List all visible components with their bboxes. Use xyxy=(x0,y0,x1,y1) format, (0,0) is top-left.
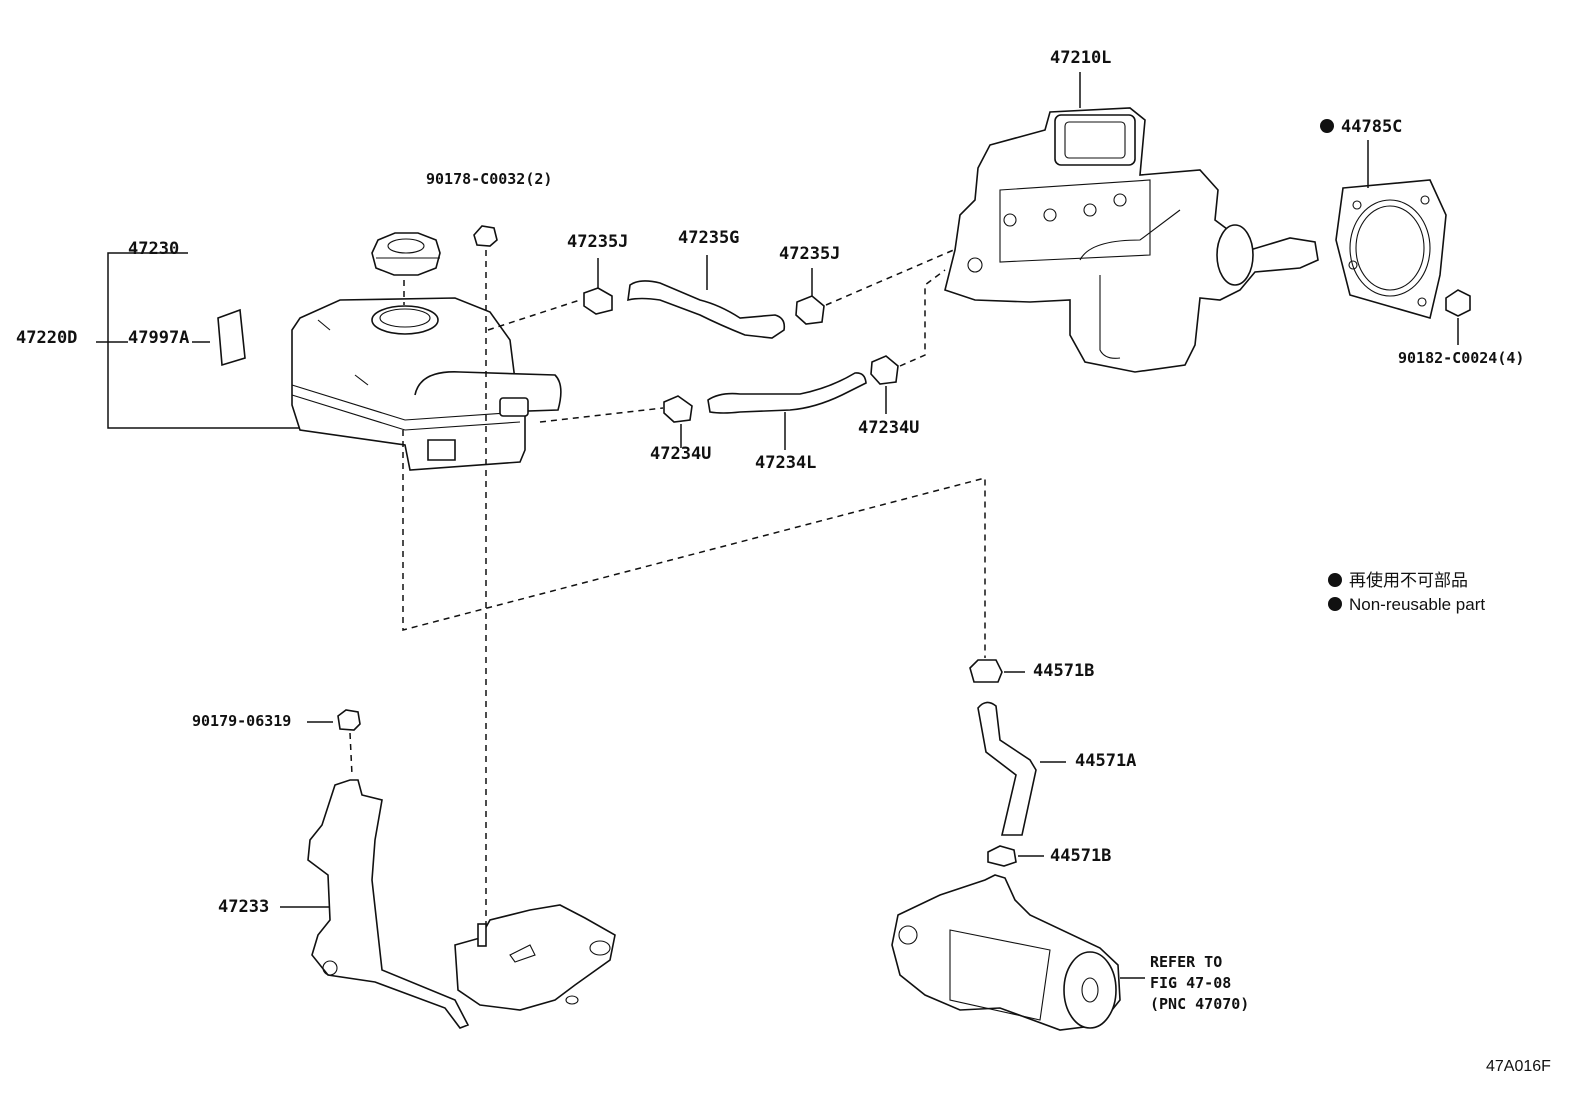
label-90182: 90182-C0024(4) xyxy=(1398,349,1525,367)
label-plate xyxy=(217,308,246,367)
figure-id: 47A016F xyxy=(1486,1058,1551,1075)
label-47230: 47230 xyxy=(128,239,180,259)
label-44785C: 44785C xyxy=(1320,119,1402,136)
legend-dot-icon xyxy=(1328,573,1342,587)
label-44571B-bottom: 44571B xyxy=(1050,846,1112,866)
refer-note-line3: (PNC 47070) xyxy=(1150,995,1250,1013)
nut-90182 xyxy=(1445,289,1471,345)
label-47234U-right: 47234U xyxy=(858,418,920,438)
pump-hose-assembly xyxy=(969,659,1066,867)
reservoir-tank xyxy=(291,297,562,471)
non-reusable-dot-icon xyxy=(1320,119,1334,133)
upper-hose-assembly xyxy=(487,229,1001,339)
bolt-90179 xyxy=(307,709,361,776)
refer-note-line2: FIG 47-08 xyxy=(1150,974,1232,992)
routing-line-main xyxy=(402,430,986,658)
label-47210L: 47210L xyxy=(1050,48,1112,68)
label-44571A: 44571A xyxy=(1075,751,1137,771)
legend-line-japanese: 再使用不可部品 xyxy=(1328,572,1468,589)
group-bracket-47220D xyxy=(96,252,325,429)
label-47234L: 47234L xyxy=(755,453,817,473)
nut-90178 xyxy=(473,225,498,930)
vacuum-pump xyxy=(891,874,1145,1031)
label-47220D: 47220D xyxy=(16,328,78,348)
label-47234U-left: 47234U xyxy=(650,444,712,464)
gasket-44785C xyxy=(1335,140,1447,320)
brake-booster-assembly xyxy=(944,72,1319,373)
lower-hose-assembly xyxy=(539,269,946,450)
label-90179: 90179-06319 xyxy=(192,712,292,730)
refer-note-line1: REFER TO xyxy=(1150,953,1223,971)
legend-text-english: Non-reusable part xyxy=(1349,595,1486,614)
label-44785C-text: 44785C xyxy=(1341,117,1403,137)
label-47235J-right: 47235J xyxy=(779,244,841,264)
label-47233: 47233 xyxy=(218,897,270,917)
reservoir-bracket xyxy=(280,779,616,1029)
reservoir-cap xyxy=(371,232,441,305)
label-47235J-left: 47235J xyxy=(567,232,629,252)
legend-line-english: Non-reusable part xyxy=(1328,596,1485,613)
label-47997A: 47997A xyxy=(128,328,190,348)
legend-dot-icon xyxy=(1328,597,1342,611)
legend-text-japanese: 再使用不可部品 xyxy=(1349,571,1468,590)
label-44571B-top: 44571B xyxy=(1033,661,1095,681)
label-47235G: 47235G xyxy=(678,228,740,248)
label-90178: 90178-C0032(2) xyxy=(426,170,553,188)
